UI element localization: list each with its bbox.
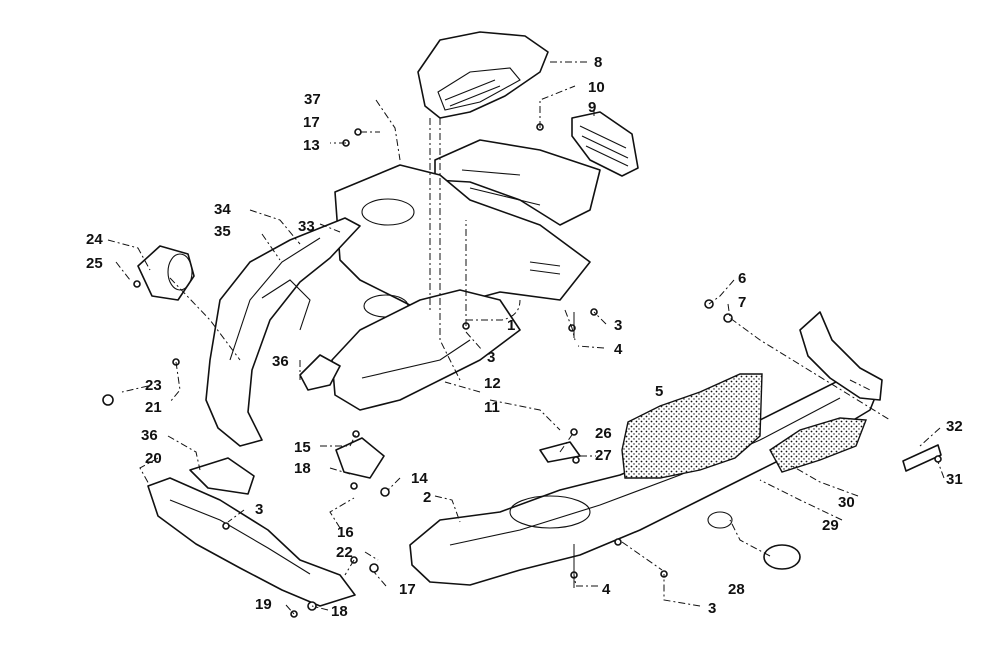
callout-31: 31 — [946, 471, 963, 488]
callout-18b: 18 — [331, 603, 348, 620]
callout-10: 10 — [588, 79, 605, 96]
front-bumper-part-20 — [147, 477, 356, 607]
callout-3c: 3 — [255, 501, 263, 518]
callout-12: 12 — [484, 375, 501, 392]
cone-boot-part-24 — [137, 245, 195, 301]
plate-part-32 — [902, 444, 942, 472]
leader-lines — [107, 61, 945, 615]
callout-37: 37 — [304, 91, 321, 108]
mesh-panel-part-5 — [621, 373, 763, 479]
callout-21: 21 — [145, 399, 162, 416]
nose-trim-part-29 — [799, 311, 883, 401]
callout-3a: 3 — [614, 317, 622, 334]
callout-28: 28 — [728, 581, 745, 598]
bracket-part-36-lower — [189, 457, 255, 495]
callout-16: 16 — [337, 524, 354, 541]
callout-8: 8 — [594, 54, 602, 71]
callout-labels: 8 10 9 37 17 13 34 33 35 24 25 6 7 1 3 4… — [86, 54, 963, 620]
callout-15: 15 — [294, 439, 311, 456]
mesh-panel-part-30 — [769, 417, 867, 473]
callout-11: 11 — [484, 399, 500, 416]
callout-18a: 18 — [294, 460, 311, 477]
callout-25: 25 — [86, 255, 103, 272]
grommet-part-28 — [763, 544, 801, 570]
callout-9: 9 — [588, 99, 596, 116]
callout-3d: 3 — [708, 600, 716, 617]
callout-36a: 36 — [272, 353, 289, 370]
callout-20: 20 — [145, 450, 162, 467]
callout-6: 6 — [738, 270, 746, 287]
callout-5: 5 — [655, 383, 663, 400]
seat-pan-part-8 — [417, 31, 549, 119]
callout-34: 34 — [214, 201, 231, 218]
callout-27: 27 — [595, 447, 612, 464]
callout-26: 26 — [595, 425, 612, 442]
callout-33: 33 — [298, 218, 315, 235]
callout-19: 19 — [255, 596, 272, 613]
callout-36b: 36 — [141, 427, 158, 444]
callout-23: 23 — [145, 377, 162, 394]
callout-3b: 3 — [487, 349, 495, 366]
callout-17a: 17 — [303, 114, 320, 131]
callout-7: 7 — [738, 294, 746, 311]
bracket-part-36-upper — [299, 354, 341, 391]
callout-22: 22 — [336, 544, 353, 561]
callout-2: 2 — [423, 489, 431, 506]
vent-grille-part-9 — [571, 111, 639, 177]
callout-17b: 17 — [399, 581, 416, 598]
chassis-belly-pan-part-2 — [409, 374, 881, 586]
callout-32: 32 — [946, 418, 963, 435]
side-panel-part-34 — [205, 217, 361, 447]
callout-1: 1 — [507, 317, 515, 334]
console-panel-part-12 — [434, 139, 601, 226]
callout-29: 29 — [822, 517, 839, 534]
callout-14: 14 — [411, 470, 428, 487]
callout-13: 13 — [303, 137, 320, 154]
callout-24: 24 — [86, 231, 103, 248]
callout-35: 35 — [214, 223, 231, 240]
callout-4b: 4 — [602, 581, 611, 598]
callout-4a: 4 — [614, 341, 623, 358]
bracket-part-15 — [335, 437, 385, 479]
callout-30: 30 — [838, 494, 855, 511]
